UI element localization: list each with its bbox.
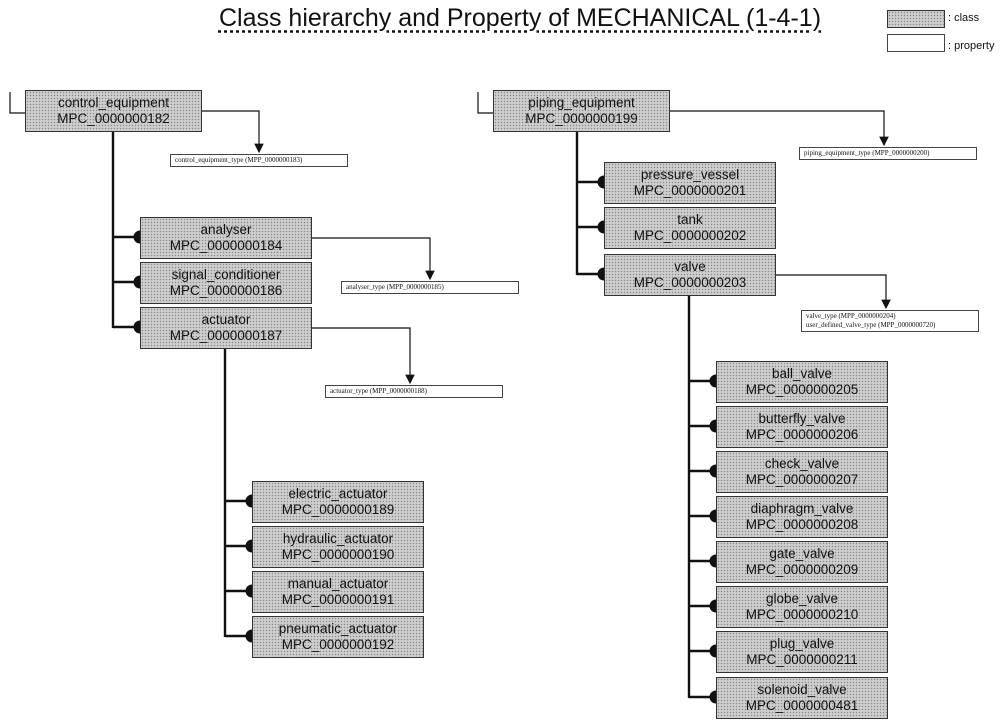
- class-name: butterfly_valve: [758, 411, 846, 426]
- root-marker-left: [9, 92, 25, 114]
- class-id: MPC_0000000201: [633, 183, 747, 198]
- class-name: piping_equipment: [528, 95, 635, 110]
- class-id: MPC_0000000210: [745, 607, 859, 622]
- class-name: actuator: [201, 312, 251, 327]
- property-valve-type: valve_type (MPP_0000000204): [806, 312, 896, 320]
- class-id: MPC_0000000207: [745, 472, 859, 487]
- class-check-valve: check_valve MPC_0000000207: [716, 451, 888, 493]
- arrow-actuator-type: [310, 327, 415, 385]
- class-id: MPC_0000000208: [745, 517, 859, 532]
- root-marker-right: [477, 92, 493, 114]
- class-butterfly-valve: butterfly_valve MPC_0000000206: [716, 406, 888, 448]
- class-solenoid-valve: solenoid_valve MPC_0000000481: [716, 677, 888, 719]
- class-actuator: actuator MPC_0000000187: [140, 307, 312, 349]
- arrow-control-equipment-type: [200, 110, 264, 154]
- property-analyser-type: analyser_type (MPP_0000000185): [341, 281, 519, 294]
- class-name: check_valve: [764, 456, 840, 471]
- property-piping-equipment-type: piping_equipment_type (MPP_0000000200): [799, 147, 977, 160]
- arrow-piping-equipment-type: [668, 110, 889, 147]
- class-valve: valve MPC_0000000203: [604, 254, 776, 296]
- class-id: MPC_0000000184: [169, 238, 283, 253]
- class-name: tank: [677, 212, 703, 227]
- class-name: analyser: [200, 222, 252, 237]
- class-name: hydraulic_actuator: [282, 531, 394, 546]
- property-actuator-type: actuator_type (MPP_0000000188): [325, 385, 503, 398]
- class-id: MPC_0000000187: [169, 328, 283, 343]
- class-name: globe_valve: [765, 591, 839, 606]
- legend-property-label: : property: [948, 40, 995, 52]
- class-id: MPC_0000000202: [633, 228, 747, 243]
- class-diaphragm-valve: diaphragm_valve MPC_0000000208: [716, 496, 888, 538]
- class-id: MPC_0000000481: [745, 698, 859, 713]
- property-user-defined-valve-type: user_defined_valve_type (MPP_0000000720): [806, 321, 936, 329]
- class-name: diaphragm_valve: [750, 501, 854, 516]
- diagram-title: Class hierarchy and Property of MECHANIC…: [218, 4, 822, 32]
- class-tank: tank MPC_0000000202: [604, 207, 776, 249]
- class-id: MPC_0000000203: [633, 275, 747, 290]
- class-name: pressure_vessel: [640, 167, 740, 182]
- class-name: manual_actuator: [287, 576, 389, 591]
- class-id: MPC_0000000186: [169, 283, 283, 298]
- class-analyser: analyser MPC_0000000184: [140, 217, 312, 259]
- class-pressure-vessel: pressure_vessel MPC_0000000201: [604, 162, 776, 204]
- legend-class-label: : class: [948, 12, 980, 24]
- arrow-analyser-type: [310, 237, 435, 281]
- class-signal-conditioner: signal_conditioner MPC_0000000186: [140, 262, 312, 304]
- class-hydraulic-actuator: hydraulic_actuator MPC_0000000190: [252, 526, 424, 568]
- class-pneumatic-actuator: pneumatic_actuator MPC_0000000192: [252, 616, 424, 658]
- class-id: MPC_0000000191: [281, 592, 395, 607]
- class-name: solenoid_valve: [757, 682, 847, 697]
- class-id: MPC_0000000205: [745, 382, 859, 397]
- class-piping-equipment: piping_equipment MPC_0000000199: [493, 90, 670, 132]
- class-name: gate_valve: [769, 546, 835, 561]
- class-manual-actuator: manual_actuator MPC_0000000191: [252, 571, 424, 613]
- class-name: valve: [674, 259, 706, 274]
- class-id: MPC_0000000182: [57, 111, 170, 126]
- property-control-equipment-type: control_equipment_type (MPP_0000000183): [170, 154, 348, 167]
- class-id: MPC_0000000209: [745, 562, 859, 577]
- class-id: MPC_0000000206: [745, 427, 859, 442]
- class-plug-valve: plug_valve MPC_0000000211: [716, 631, 888, 673]
- class-name: plug_valve: [769, 636, 835, 651]
- arrow-valve-type: [774, 274, 891, 310]
- class-electric-actuator: electric_actuator MPC_0000000189: [252, 481, 424, 523]
- property-valve-types: valve_type (MPP_0000000204) user_defined…: [801, 310, 979, 332]
- class-id: MPC_0000000192: [281, 637, 395, 652]
- class-ball-valve: ball_valve MPC_0000000205: [716, 361, 888, 403]
- class-name: ball_valve: [771, 366, 833, 381]
- legend-class-swatch: [887, 10, 945, 28]
- class-globe-valve: globe_valve MPC_0000000210: [716, 586, 888, 628]
- class-id: MPC_0000000189: [281, 502, 395, 517]
- class-name: signal_conditioner: [171, 267, 281, 282]
- class-id: MPC_0000000199: [525, 111, 638, 126]
- class-id: MPC_0000000211: [746, 652, 858, 667]
- class-name: pneumatic_actuator: [278, 621, 398, 636]
- class-name: electric_actuator: [288, 486, 388, 501]
- class-control-equipment: control_equipment MPC_0000000182: [25, 90, 202, 132]
- class-name: control_equipment: [57, 95, 170, 110]
- legend-property-swatch: [887, 34, 945, 52]
- class-id: MPC_0000000190: [281, 547, 395, 562]
- class-gate-valve: gate_valve MPC_0000000209: [716, 541, 888, 583]
